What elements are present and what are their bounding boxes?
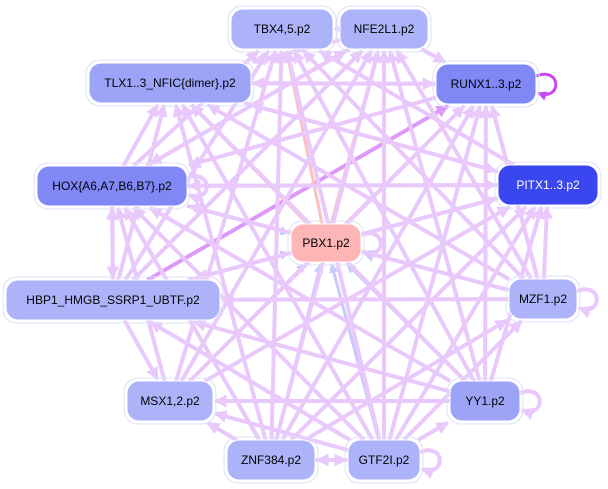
edge-yy1-to-hox [149,206,452,383]
node-yy1[interactable]: YY1.p2 [446,377,524,425]
edge-znf384-to-runx [280,104,476,441]
node-hbp1[interactable]: HBP1_HMGB_SSRP1_UBTF.p2 [2,276,224,324]
node-box[interactable] [497,164,599,206]
edge-mzf1-to-nfe2l1 [395,49,533,281]
edge-runx-to-tlx [251,76,437,90]
edge-hox-to-tlx [121,103,160,167]
edge-pitx-to-tbx45 [318,49,515,167]
edge-hbp1-to-runx [146,104,450,282]
edge-nfe2l1-to-runx [420,47,447,64]
edge-hox-to-hbp1 [106,205,120,280]
edge-pitx-to-hox [187,179,499,193]
node-znf384[interactable]: ZNF384.p2 [223,436,319,484]
node-label: NFE2L1.p2 [354,22,415,36]
edge-gtf2i-to-yy1 [417,420,450,442]
edge-hbp1-to-msx [122,319,160,381]
node-nfe2l1[interactable]: NFE2L1.p2 [336,5,432,53]
edge-yy1-to-yy1 [519,389,542,421]
node-label: ZNF384.p2 [241,453,301,467]
node-label: HOX{A6,A7,B6,B7}.p2 [52,179,172,193]
node-box[interactable] [435,63,537,105]
node-halo [227,5,337,53]
node-tlx[interactable]: TLX1..3_NFIC{dimer}.p2 [85,59,255,107]
edges-layer [105,22,599,480]
edge-pitx-to-tlx [250,101,499,174]
node-halo [494,161,602,209]
node-pbx1[interactable]: PBX1.p2 [287,220,365,266]
node-label: TBX4,5.p2 [254,22,311,36]
node-label: MZF1.p2 [519,292,567,306]
node-halo [336,5,432,53]
edge-gtf2i-to-msx [213,410,349,453]
node-box[interactable] [290,223,362,263]
node-box[interactable] [449,380,521,422]
node-box[interactable] [347,439,421,481]
edge-yy1-to-runx [479,104,493,382]
node-box[interactable] [339,8,429,50]
node-halo [33,162,191,210]
edge-msx-to-nfe2l1 [179,49,374,382]
edge-msx-to-pitx [204,205,511,383]
node-halo [85,59,255,107]
node-halo [2,276,224,324]
node-box[interactable] [88,62,252,104]
node-gtf2i[interactable]: GTF2I.p2 [344,436,424,484]
edge-yy1-to-tbx45 [292,49,476,382]
node-label: YY1.p2 [465,394,505,408]
node-halo [223,436,319,484]
node-halo [287,220,365,266]
edge-znf384-to-msx [206,421,238,442]
node-msx[interactable]: MSX1,2.p2 [123,377,217,425]
edge-mzf1-to-tbx45 [301,49,526,281]
edge-mzf1-to-tlx [206,103,511,282]
node-hox[interactable]: HOX{A6,A7,B6,B7}.p2 [33,162,191,210]
node-label: GTF2I.p2 [359,453,410,467]
edge-znf384-to-tbx45 [269,49,288,441]
nodes-layer: TBX4,5.p2 NFE2L1.p2TLX1..3_NFIC{dimer}.p2… [2,5,602,484]
node-label: PBX1.p2 [302,236,350,250]
node-label: TLX1..3_NFIC{dimer}.p2 [104,76,236,90]
node-label: MSX1,2.p2 [140,394,200,408]
edge-nfe2l1-to-hox [148,47,351,166]
node-box[interactable] [508,278,578,320]
node-box[interactable] [36,165,188,207]
node-halo [344,436,424,484]
edge-gtf2i-to-gtf2i [419,448,442,480]
node-pitx[interactable]: PITX1..3.p2 [494,161,602,209]
node-halo [446,377,524,425]
node-halo [123,377,217,425]
node-box[interactable] [230,8,334,50]
node-halo [432,60,540,108]
node-label: RUNX1..3.p2 [451,77,522,91]
edge-hbp1-to-nfe2l1 [131,49,364,282]
edge-mzf1-to-pitx [540,205,553,280]
node-box[interactable] [5,279,221,321]
edge-mzf1-to-hbp1 [220,293,510,307]
edge-runx-to-hox [187,95,437,169]
node-label: HBP1_HMGB_SSRP1_UBTF.p2 [26,293,200,307]
node-box[interactable] [226,439,316,481]
edge-mzf1-to-mzf1 [576,287,599,319]
node-tbx45[interactable]: TBX4,5.p2 [227,5,337,53]
node-box[interactable] [126,380,214,422]
node-runx[interactable]: RUNX1..3.p2 [432,60,540,108]
edge-runx-to-runx [535,72,558,101]
node-label: PITX1..3.p2 [516,178,580,192]
node-mzf1[interactable]: MZF1.p2 [505,275,581,323]
node-halo [505,275,581,323]
